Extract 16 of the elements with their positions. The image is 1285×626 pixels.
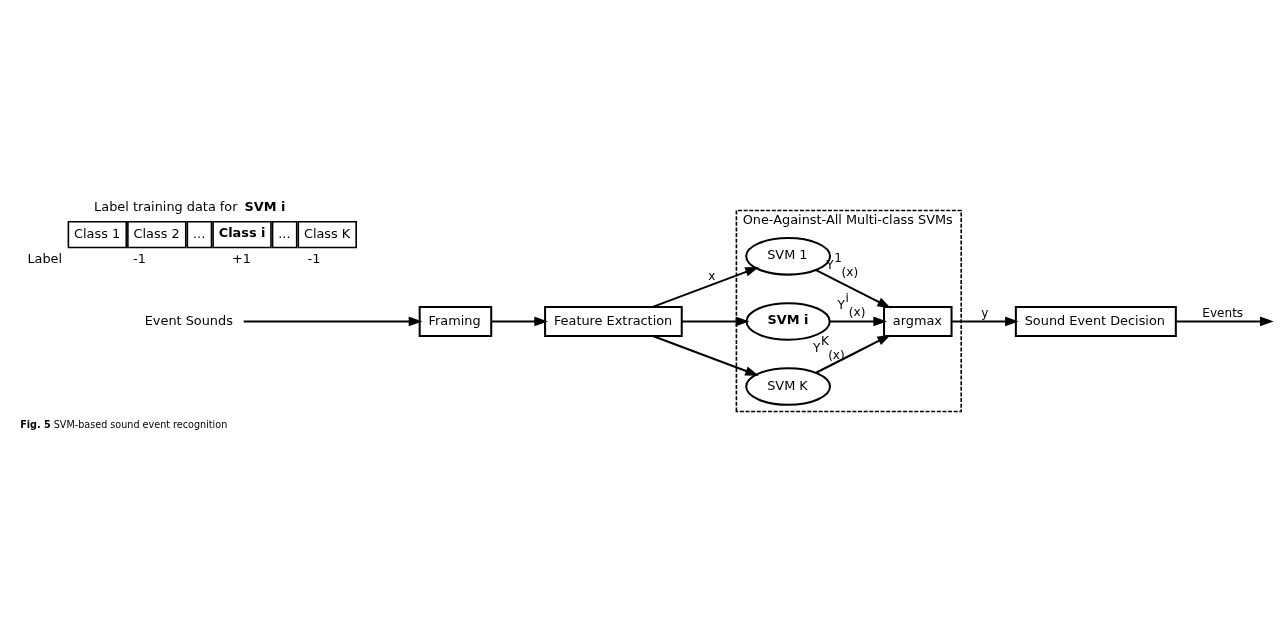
label: Class 2 <box>133 225 180 241</box>
label: ... <box>278 225 291 241</box>
label: Label <box>27 251 63 267</box>
label: +1 <box>231 251 251 267</box>
label: -1 <box>307 251 321 267</box>
caption: Fig. 5 SVM-based sound event recognition <box>20 419 228 431</box>
label: Label training data for SVM i <box>94 199 286 215</box>
label: -1 <box>133 251 146 267</box>
node-text: Event Sounds <box>144 312 233 328</box>
label: ... <box>192 225 206 241</box>
edge-label: x <box>708 268 716 283</box>
edge-label: y <box>981 306 989 321</box>
label: Class 1 <box>74 225 121 241</box>
edge-label: Events <box>1202 306 1244 321</box>
label: Class i <box>218 224 266 240</box>
label: Class K <box>303 225 351 241</box>
